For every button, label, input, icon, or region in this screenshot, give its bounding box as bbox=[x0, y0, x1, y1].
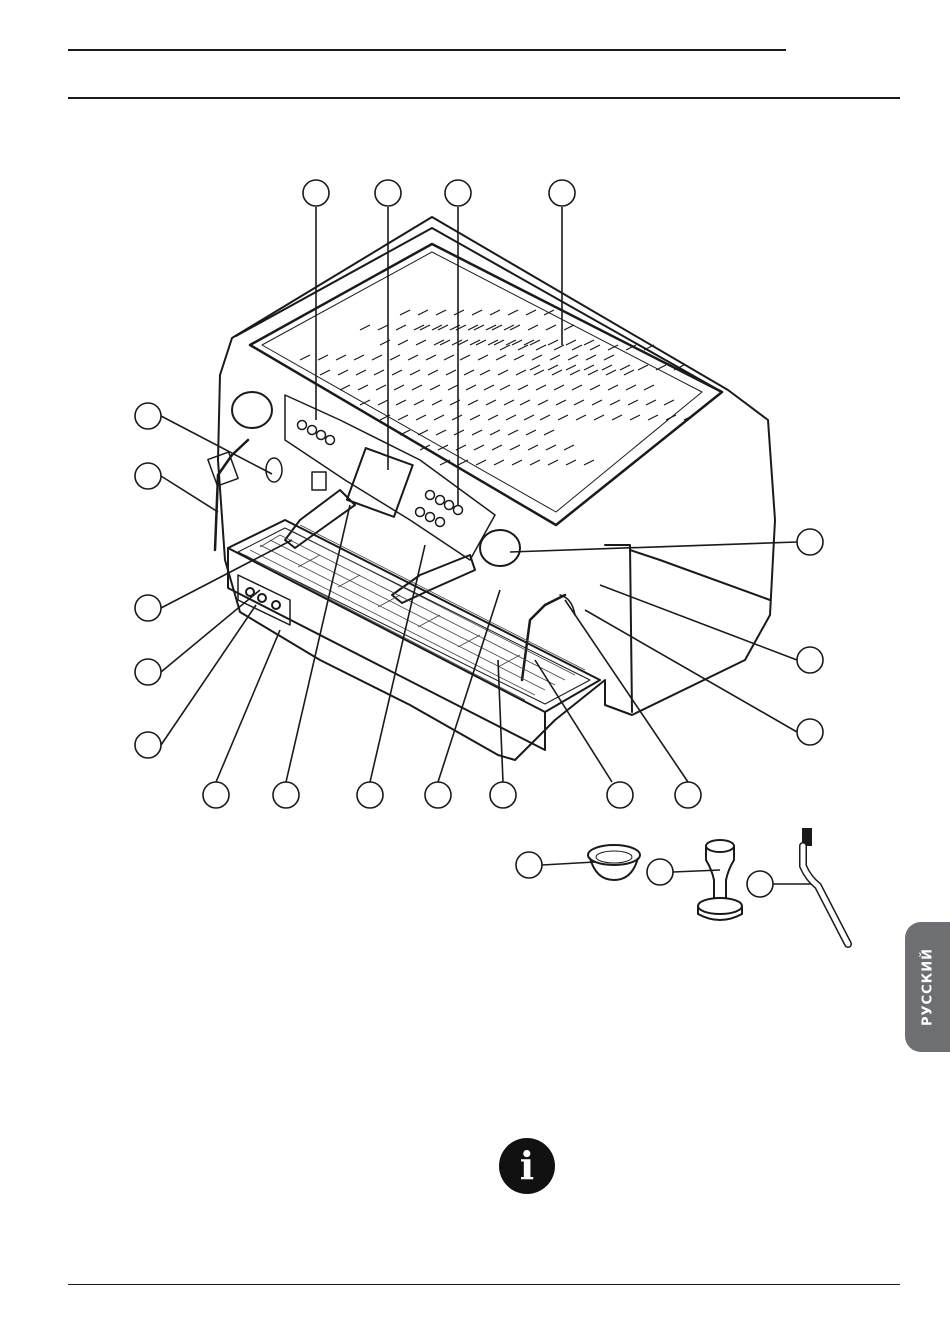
callouts bbox=[135, 180, 823, 897]
cup-tray-grille bbox=[300, 310, 694, 465]
language-tab: РУССКИЙ bbox=[905, 922, 950, 1052]
information-icon: i bbox=[499, 1138, 555, 1194]
accessory-filter-basket bbox=[588, 845, 640, 880]
accessory-tamper bbox=[698, 840, 742, 920]
steam-wand-right bbox=[522, 595, 575, 680]
cup-warmer-tray bbox=[250, 244, 722, 525]
machine-body bbox=[218, 217, 775, 760]
accessory-cleaning-brush bbox=[802, 828, 848, 944]
language-tab-label: РУССКИЙ bbox=[920, 948, 935, 1026]
front-button-panel bbox=[238, 575, 290, 625]
drip-tray bbox=[228, 520, 600, 750]
